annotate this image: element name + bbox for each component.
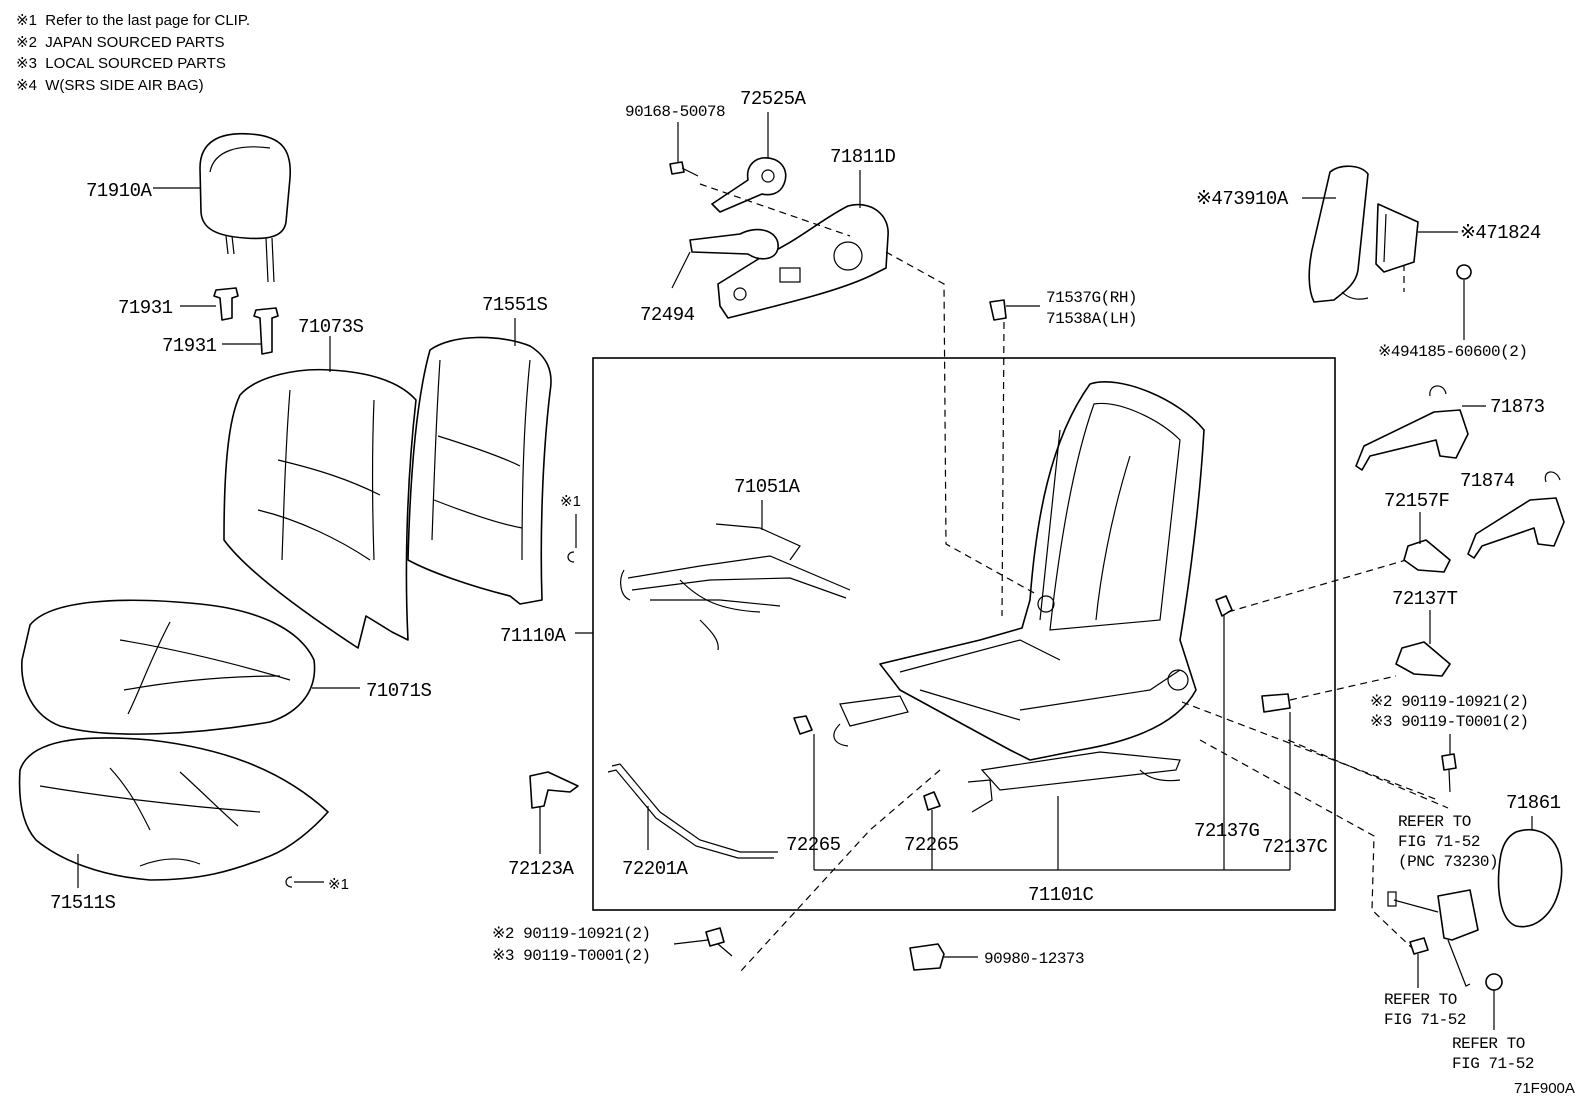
nut-airbag-illustration — [1456, 264, 1472, 280]
spring-illustration — [620, 523, 851, 651]
label-hook-a: 71873 — [1490, 396, 1545, 418]
label-ref-b-2: FIG 71-52 — [1384, 1011, 1466, 1029]
bolt-left-illustration — [705, 927, 725, 947]
label-bolt-left-2: ※3 90119-T0001(2) — [492, 947, 651, 965]
label-frame-assy: 71110A — [500, 625, 567, 647]
seat-frame-illustration — [833, 381, 1205, 813]
notes-block: ※1 Refer to the last page for CLIP. ※2 J… — [16, 10, 250, 96]
clip-rh-illustration — [989, 299, 1007, 321]
cushion-cover-illustration — [21, 599, 316, 735]
label-back-pad: 71551S — [482, 294, 548, 316]
screw-top-illustration — [669, 161, 699, 177]
label-clamp-a: 72265 — [786, 834, 841, 856]
bolt-right-illustration — [1441, 753, 1457, 771]
bottom-bracket-leaders — [813, 614, 1291, 871]
headrest-illustration — [199, 132, 292, 283]
label-cover-c: 72137C — [1262, 836, 1328, 858]
label-cover-f: 72157F — [1384, 490, 1450, 512]
label-bracket: 72123A — [508, 858, 575, 880]
wire-illustration-b — [607, 769, 774, 859]
wire-illustration — [611, 763, 778, 853]
dashed-leaders — [699, 183, 1449, 973]
clamp-illustration-b — [923, 791, 941, 811]
cover-g-illustration — [1215, 595, 1233, 617]
label-ref-a-3: (PNC 73230) — [1398, 853, 1498, 871]
nut-b-illustration — [1409, 937, 1429, 955]
shield-illustration — [717, 203, 889, 319]
label-cushion-cover: 71071S — [366, 680, 432, 702]
label-cover-t: 72137T — [1392, 588, 1458, 610]
label-headrest: 71910A — [86, 180, 153, 202]
lever-illustration — [689, 228, 779, 260]
label-back-cover: 71073S — [298, 316, 364, 338]
connector-illustration — [909, 943, 945, 971]
bolt-right-shaft — [1448, 769, 1451, 793]
hook-a-illustration — [1355, 385, 1469, 471]
cover-t-illustration — [1395, 641, 1451, 677]
figure-code: 71F900A — [1514, 1080, 1575, 1097]
label-clip-lh: 71538A(LH) — [1046, 310, 1137, 328]
label-airbag: ※473910A — [1196, 188, 1289, 210]
recliner-cover-illustration — [711, 157, 787, 213]
note-airbag: ※4 W(SRS SIDE AIR BAG) — [16, 76, 204, 94]
hook-b-illustration — [1467, 471, 1565, 559]
label-shield: 71811D — [830, 146, 896, 168]
note-clip: ※1 Refer to the last page for CLIP. — [16, 12, 251, 29]
label-ref-b-1: REFER TO — [1384, 991, 1457, 1009]
label-connector: 90980-12373 — [984, 950, 1084, 968]
cushion-pad-illustration — [18, 737, 329, 881]
clamp-illustration-a — [793, 715, 813, 735]
guide-illustration-b — [253, 307, 279, 355]
label-wire: 72201A — [622, 858, 689, 880]
label-adjuster: 71101C — [1028, 884, 1094, 906]
frame-assy-box — [592, 357, 1336, 911]
label-recliner-cover: 72525A — [740, 88, 807, 110]
label-cover-g: 72137G — [1194, 820, 1260, 842]
label-guide-a: 71931 — [118, 297, 173, 319]
label-spring: 71051A — [734, 476, 801, 498]
label-hook-b: 71874 — [1460, 470, 1515, 492]
clip-cushion-illustration — [285, 876, 293, 888]
label-lever: 72494 — [640, 304, 695, 326]
label-bolt-right-2: ※3 90119-T0001(2) — [1370, 713, 1529, 731]
label-ref-a-2: FIG 71-52 — [1398, 833, 1480, 851]
shell-illustration — [1497, 829, 1563, 928]
label-clip-cushion: ※1 — [328, 876, 349, 893]
label-airbag-bracket: ※471824 — [1460, 222, 1541, 244]
label-screw-top: 90168-50078 — [625, 103, 725, 121]
label-ref-c-1: REFER TO — [1452, 1035, 1525, 1053]
bolt-left-leader — [673, 939, 709, 945]
guide-illustration-a — [213, 287, 239, 321]
lever-leader — [671, 251, 691, 289]
airbag-illustration — [1308, 165, 1419, 303]
label-clamp-b: 72265 — [904, 834, 959, 856]
label-bolt-right-1: ※2 90119-10921(2) — [1370, 693, 1529, 711]
back-cover-illustration — [223, 368, 417, 649]
buckle-illustration — [1387, 889, 1479, 987]
clip-back-illustration — [567, 551, 575, 563]
cover-f-illustration — [1403, 539, 1451, 573]
label-guide-b: 71931 — [162, 335, 217, 357]
label-nut-airbag: ※494185-60600(2) — [1378, 343, 1527, 361]
back-pad-illustration — [407, 336, 552, 605]
label-cushion-pad: 71511S — [50, 892, 116, 914]
label-ref-c-2: FIG 71-52 — [1452, 1055, 1534, 1073]
label-clip-rh: 71537G(RH) — [1046, 289, 1137, 307]
label-ref-a-1: REFER TO — [1398, 813, 1471, 831]
label-clip-back: ※1 — [560, 493, 581, 510]
note-japan: ※2 JAPAN SOURCED PARTS — [16, 33, 225, 51]
cover-c-illustration — [1261, 693, 1291, 713]
bracket-illustration — [529, 771, 579, 809]
label-bolt-left-1: ※2 90119-10921(2) — [492, 925, 651, 943]
note-local: ※3 LOCAL SOURCED PARTS — [16, 55, 226, 72]
bolt-left-shaft — [717, 943, 733, 957]
label-shell: 71861 — [1506, 792, 1561, 814]
nut-c-illustration — [1485, 973, 1503, 991]
